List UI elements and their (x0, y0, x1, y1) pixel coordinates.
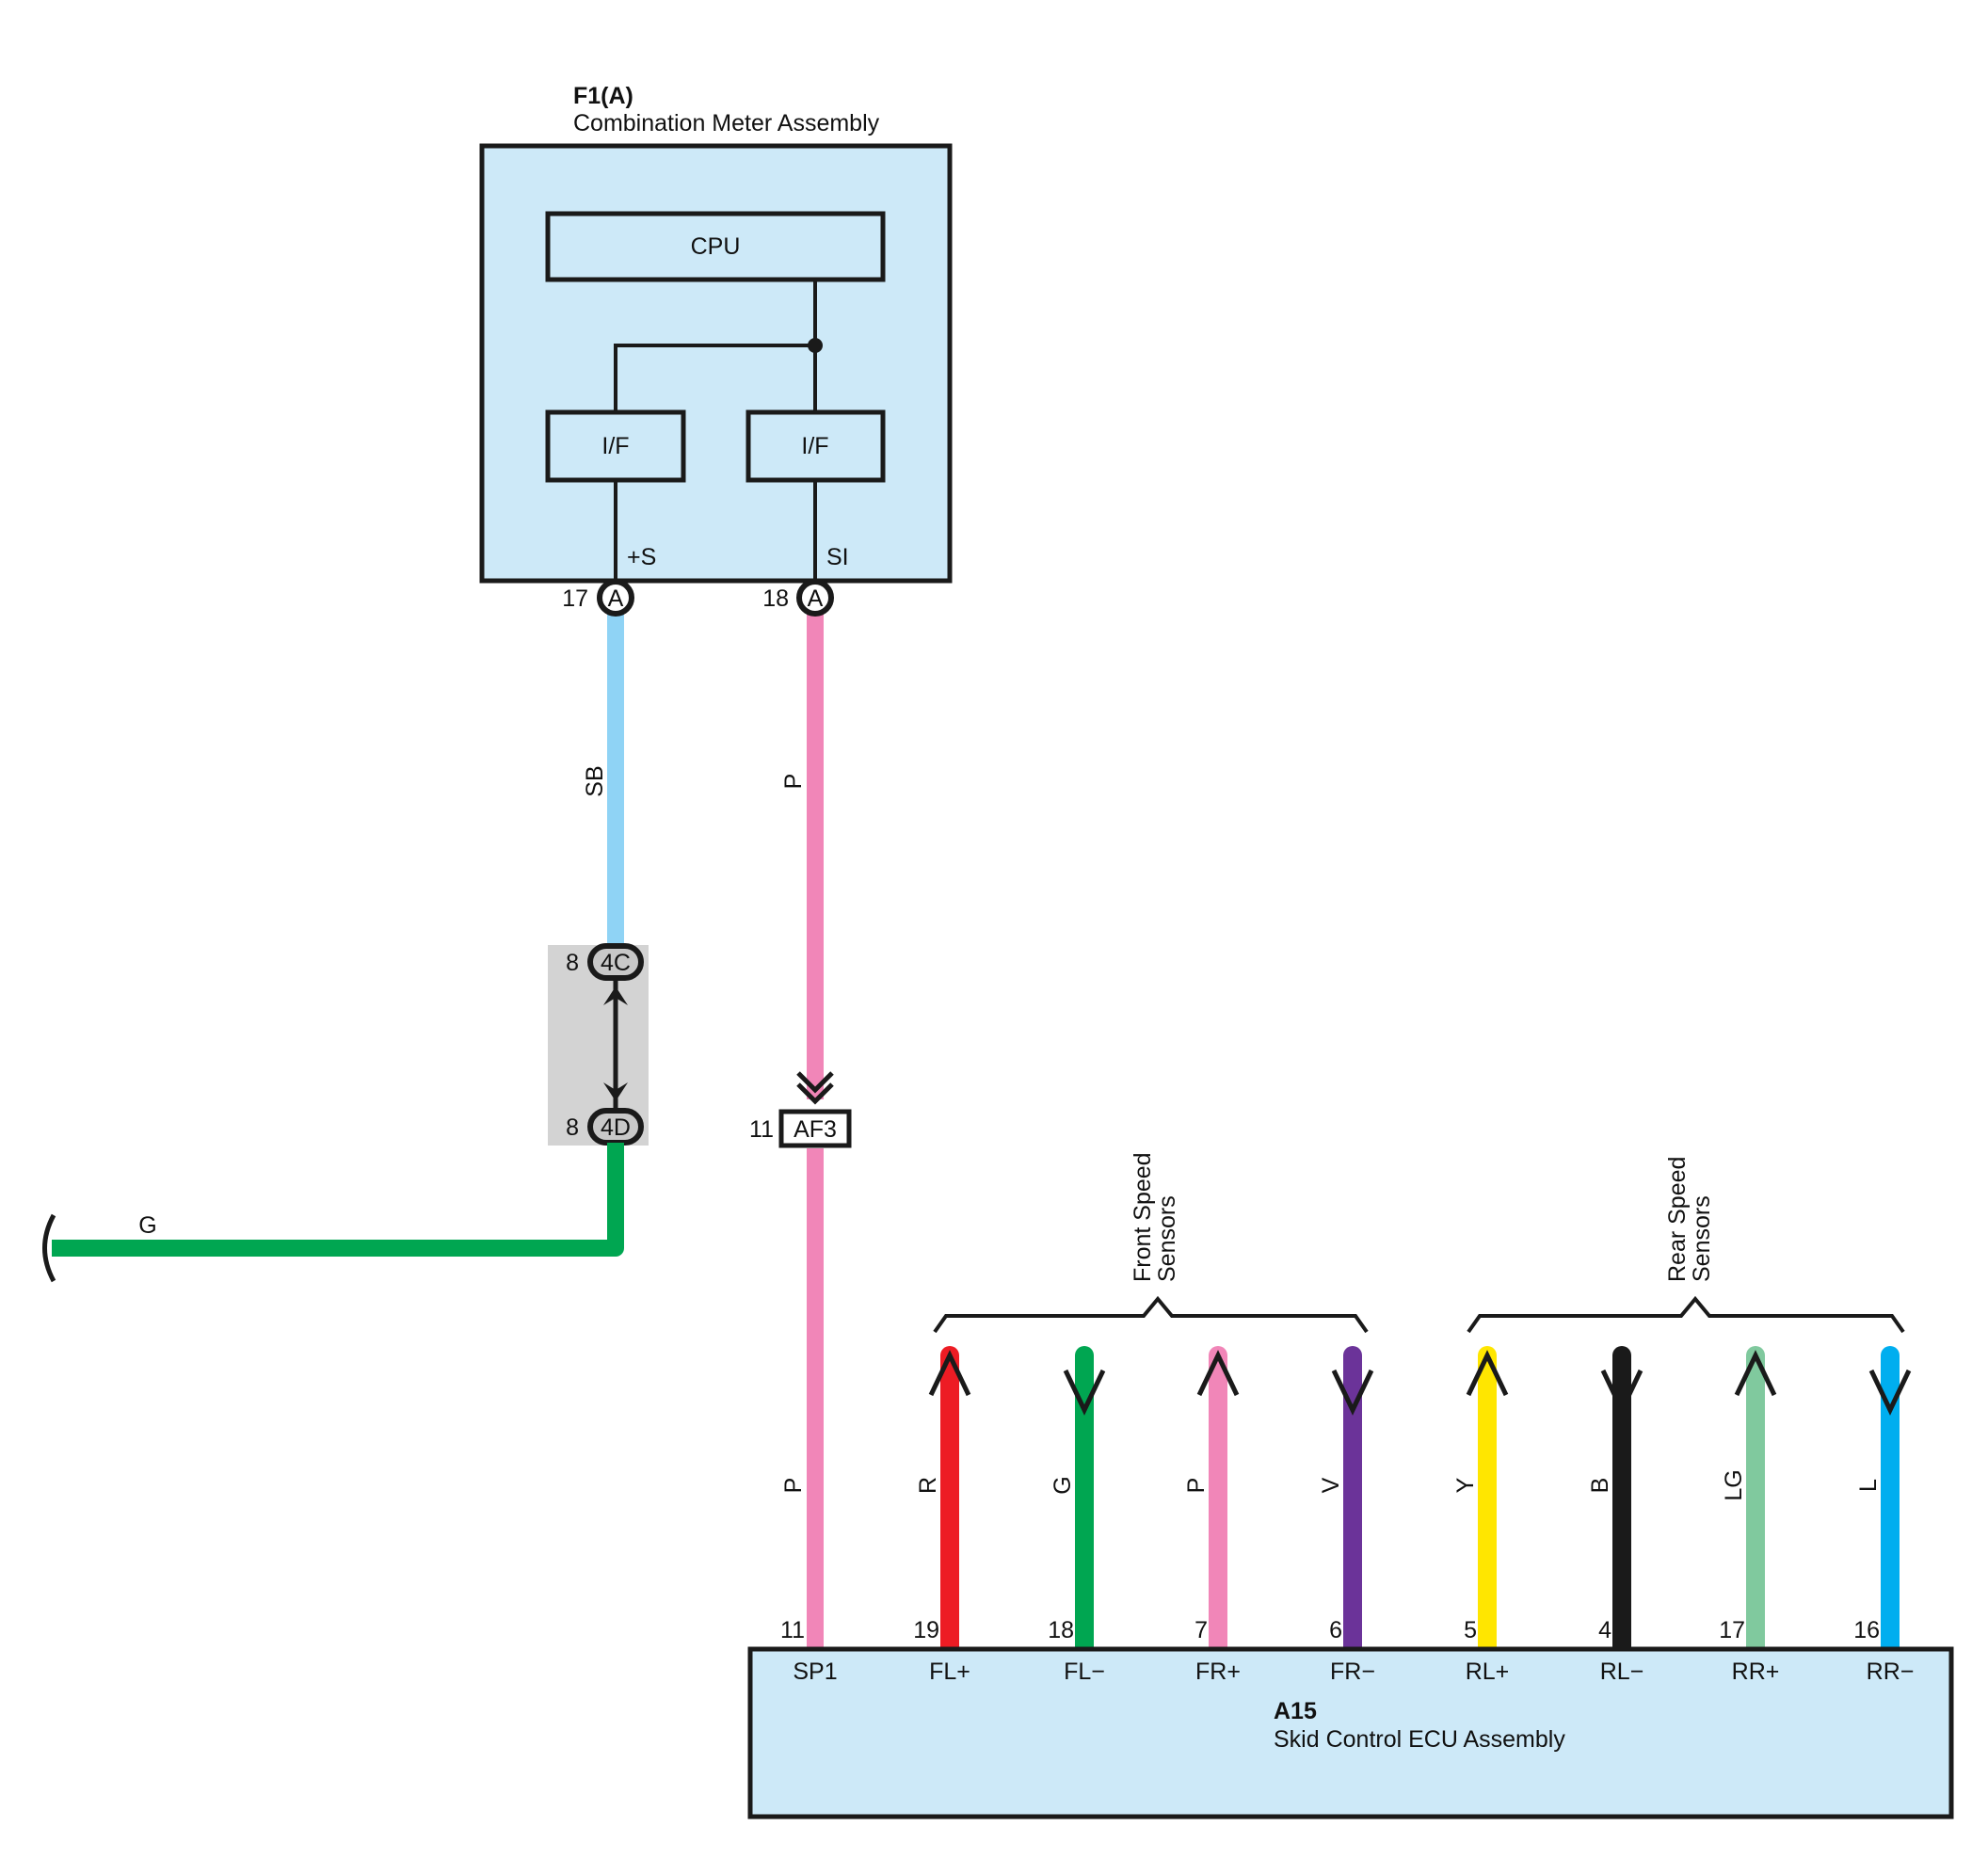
wire-p-lower-label: P (780, 1478, 807, 1494)
meter-name: Combination Meter Assembly (573, 110, 880, 136)
wire-sb-label: SB (582, 765, 608, 796)
connector-4d-label: 4D (601, 1114, 631, 1141)
wire-color-code-fr-plus: P (1183, 1478, 1210, 1494)
connector-18-letter: A (808, 585, 824, 612)
arrow-down-icon-rl-minus (1600, 1369, 1643, 1416)
ecu-pin-number-fr-plus: 7 (1194, 1617, 1208, 1643)
connector-18: A 18 (762, 579, 834, 617)
ecu-pin-number-rr-plus: 17 (1719, 1617, 1745, 1643)
wire-color-code-fl-minus: G (1050, 1476, 1076, 1494)
wire-p-upper-label: P (780, 774, 807, 790)
wire-color-code-rl-plus: Y (1452, 1477, 1479, 1493)
wire-g (52, 1143, 624, 1257)
pin-plus-s-label: +S (627, 544, 656, 570)
ecu-pin-number-fl-minus: 18 (1048, 1617, 1074, 1643)
ecu-pin-label-fl-plus: FL+ (929, 1659, 970, 1685)
ecu-id: A15 (1274, 1698, 1317, 1724)
ecu-pin-label-fr-minus: FR− (1330, 1659, 1375, 1685)
connector-4c (587, 943, 644, 981)
skid-control-ecu: 11 SP1 A15 Skid Control ECU Assembly 19F… (747, 1617, 1954, 1819)
ecu-sp1-label: SP1 (793, 1659, 837, 1685)
connector-18-num: 18 (762, 585, 789, 612)
arrow-down-icon-rr-minus (1868, 1369, 1912, 1416)
if-right-label: I/F (801, 433, 828, 459)
wire-color-code-rr-plus: LG (1721, 1469, 1747, 1500)
combination-meter: F1(A) Combination Meter Assembly CPU I/F… (479, 83, 953, 584)
af3-label: AF3 (794, 1116, 837, 1143)
af3-box (778, 1109, 852, 1148)
ecu-sp1-pin: 11 (780, 1617, 805, 1643)
arrow-down-icon-fr-minus (1331, 1369, 1374, 1416)
ecu-pin-label-rl-plus: RL+ (1466, 1659, 1510, 1685)
ecu-pin-number-fr-minus: 6 (1329, 1617, 1342, 1643)
connector-17-num: 17 (562, 585, 588, 612)
wire-g-break-icon (42, 1213, 56, 1283)
cpu-block (545, 211, 886, 282)
connector-4d-num: 8 (566, 1114, 579, 1141)
arrow-up-icon-fl-plus (928, 1350, 971, 1397)
junction-connector: 4C 8 4D 8 (548, 943, 649, 1146)
ecu-pin-label-rr-plus: RR+ (1732, 1659, 1780, 1685)
af3-chevron-lower-icon (796, 1082, 834, 1105)
wire-color-code-fl-plus: R (915, 1477, 941, 1494)
connector-4c-label: 4C (601, 950, 631, 976)
connector-17-circle (597, 579, 634, 617)
ecu-pin-label-rl-minus: RL− (1600, 1659, 1644, 1685)
sensor-wires: R G P V Y B LG L (915, 1346, 1912, 1659)
ecu-pin-label-fr-plus: FR+ (1195, 1659, 1241, 1685)
connector-18-circle (796, 579, 834, 617)
connector-17: A 17 (562, 579, 634, 617)
arrow-up-icon-rr-plus (1734, 1350, 1777, 1397)
pin-si-label: SI (826, 544, 849, 570)
ecu-pin-label-fl-minus: FL− (1064, 1659, 1105, 1685)
connector-4c-num: 8 (566, 950, 579, 976)
ecu-name: Skid Control ECU Assembly (1274, 1726, 1565, 1753)
junction-arrow-down-icon (603, 1082, 628, 1101)
wire-g-label: G (138, 1212, 156, 1239)
ecu-box (747, 1646, 1954, 1819)
rear-sensors-label-line2: Sensors (1689, 1195, 1715, 1282)
rear-sensors-label-line1: Rear Speed (1664, 1157, 1691, 1282)
if-left-label: I/F (601, 433, 629, 459)
ecu-pin-number-rr-minus: 16 (1853, 1617, 1880, 1643)
ecu-pin-number-rl-minus: 4 (1598, 1617, 1611, 1643)
front-sensors-brace (933, 1295, 1369, 1334)
rear-sensors-brace (1467, 1295, 1905, 1334)
arrow-down-icon-fl-minus (1063, 1369, 1106, 1416)
meter-id: F1(A) (573, 83, 633, 109)
junction-arrow-up-icon (603, 986, 628, 1005)
arrow-up-icon-fr-plus (1196, 1350, 1240, 1397)
junction-dot (808, 338, 823, 353)
wire-color-code-fr-minus: V (1318, 1477, 1344, 1493)
wire-color-code-rl-minus: B (1587, 1478, 1613, 1494)
af3-num: 11 (749, 1116, 774, 1143)
connector-17-letter: A (608, 585, 624, 612)
connector-af3: AF3 11 (749, 1071, 852, 1148)
meter-box (479, 143, 953, 584)
front-sensors-label-line1: Front Speed (1130, 1152, 1156, 1282)
af3-chevron-upper-icon (796, 1071, 834, 1094)
front-sensors-label-line2: Sensors (1154, 1195, 1180, 1282)
ecu-pin-number-fl-plus: 19 (913, 1617, 939, 1643)
ecu-pin-label-rr-minus: RR− (1867, 1659, 1915, 1685)
wire-color-code-rr-minus: L (1855, 1479, 1882, 1492)
cpu-label: CPU (691, 233, 741, 260)
ecu-pin-number-rl-plus: 5 (1464, 1617, 1477, 1643)
arrow-up-icon-rl-plus (1466, 1350, 1509, 1397)
